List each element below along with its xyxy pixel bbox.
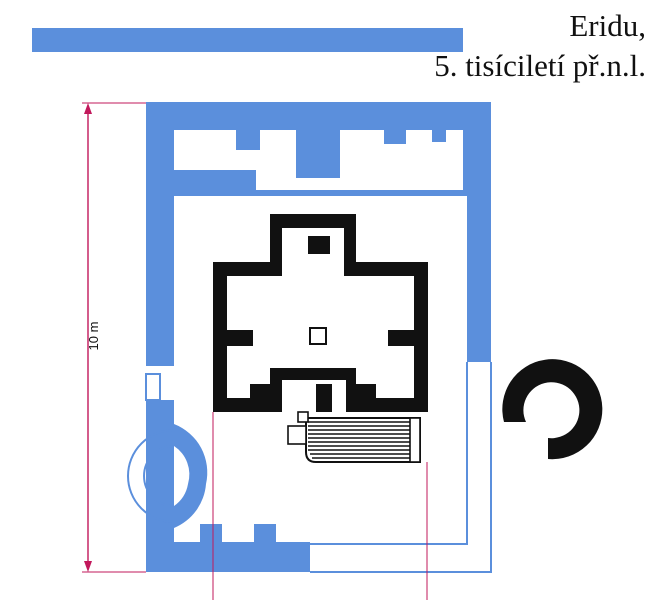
dimension-arrow-bottom — [84, 561, 92, 572]
north-buttress-center — [296, 130, 340, 178]
stair-side-rail — [409, 417, 421, 463]
temple-niche — [308, 236, 330, 254]
outline-south-east-inner — [310, 362, 468, 545]
entrance-stairs — [305, 417, 421, 463]
scale-bar — [32, 28, 463, 52]
temple-cella — [227, 228, 414, 398]
north-buttress-1 — [236, 130, 260, 150]
stair-post-large — [287, 425, 307, 445]
page-subtitle: 5. tisíciletí př.n.l. — [434, 48, 646, 83]
page-title: Eridu, — [569, 8, 646, 43]
dimension-label: 10 m — [86, 322, 101, 351]
temple-pier-west — [227, 330, 253, 346]
west-niche-pier-top — [174, 424, 208, 484]
title-block: Eridu, 5. tisíciletí př.n.l. — [434, 6, 646, 86]
west-niche-pier-bottom — [174, 484, 206, 528]
north-buttress-3 — [432, 130, 446, 142]
temple-pier-south-west — [316, 384, 332, 412]
north-buttress-2 — [384, 130, 406, 144]
outline-south-east — [310, 362, 492, 573]
outer-wall-south — [146, 542, 310, 572]
stair-post-small — [297, 411, 309, 423]
wing-inner-wall — [174, 190, 467, 196]
stair-steps — [308, 421, 410, 459]
south-buttress-1 — [200, 524, 222, 544]
ring-structure — [502, 359, 603, 460]
temple-pier-east — [388, 330, 414, 346]
temple-altar — [309, 327, 327, 345]
west-niche-arc-inner — [143, 445, 175, 507]
temple-pier-south-east — [358, 384, 374, 412]
west-doorway — [145, 373, 161, 401]
west-niche-arc-outer — [127, 429, 175, 523]
south-buttress-2 — [254, 524, 276, 544]
dimension-arrow-top — [84, 103, 92, 114]
